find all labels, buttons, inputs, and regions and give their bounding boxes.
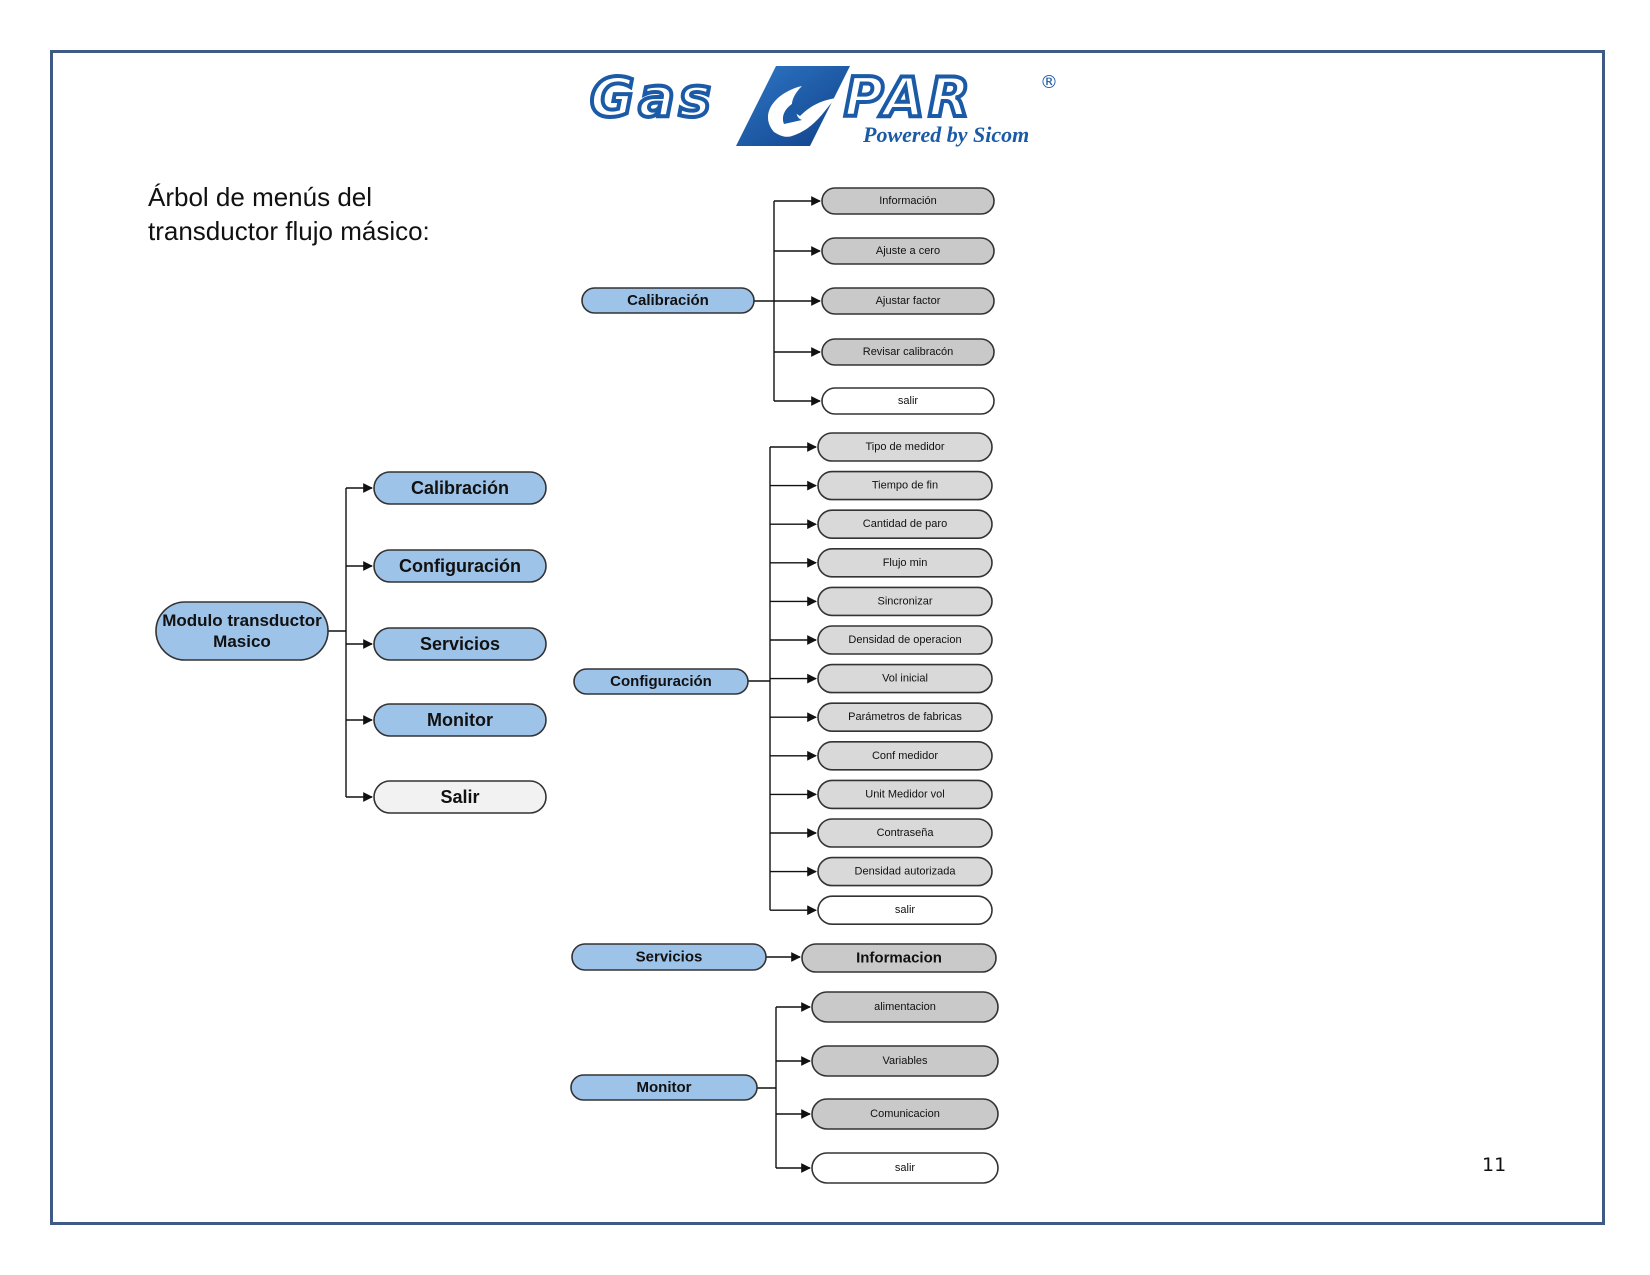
servicios-item-informacion-label: Informacion — [856, 950, 942, 967]
configuracion-item-sincronizar: Sincronizar — [817, 586, 993, 617]
main-menu-configuracion-label: Configuración — [399, 556, 521, 576]
submenu-configuracion-label: Configuración — [610, 673, 712, 690]
submenu-monitor: Monitor — [570, 1074, 758, 1101]
main-menu-salir: Salir — [373, 780, 547, 814]
configuracion-item-unit-medidor-vol: Unit Medidor vol — [817, 779, 993, 810]
main-menu-configuracion: Configuración — [373, 549, 547, 583]
servicios-item-informacion: Informacion — [801, 943, 997, 973]
main-menu-servicios: Servicios — [373, 627, 547, 661]
configuracion-item-cantidad-de-paro-label: Cantidad de paro — [863, 518, 947, 530]
intro-line-1: Árbol de menús del — [148, 182, 373, 212]
configuracion-item-sincronizar-label: Sincronizar — [877, 595, 932, 607]
calibracion-item-revisar-calibracon: Revisar calibracón — [821, 338, 995, 366]
calibracion-item-ajuste-a-cero-label: Ajuste a cero — [876, 245, 940, 257]
configuracion-item-flujo-min: Flujo min — [817, 547, 993, 578]
root-node-label: Masico — [213, 632, 271, 651]
submenu-calibracion-label: Calibración — [627, 292, 709, 309]
monitor-item-salir: salir — [811, 1152, 999, 1184]
calibracion-item-informacion-label: Información — [879, 195, 936, 207]
monitor-item-salir-label: salir — [895, 1162, 916, 1174]
configuracion-item-densidad-autorizada-label: Densidad autorizada — [855, 866, 957, 878]
intro-line-2: transductor flujo másico: — [148, 216, 430, 246]
submenu-configuracion: Configuración — [573, 668, 749, 695]
configuracion-item-parametros-de-fabricas: Parámetros de fabricas — [817, 702, 993, 733]
monitor-item-alimentacion: alimentacion — [811, 991, 999, 1023]
logo-tagline: Powered by Sicom — [862, 122, 1029, 147]
main-menu-calibracion-label: Calibración — [411, 478, 509, 498]
calibracion-item-ajuste-a-cero: Ajuste a cero — [821, 237, 995, 265]
gaspar-logo: Gas PAR ® Powered by Sicom — [588, 64, 1058, 147]
monitor-item-alimentacion-label: alimentacion — [874, 1001, 936, 1013]
main-menu-calibracion: Calibración — [373, 471, 547, 505]
monitor-item-variables: Variables — [811, 1045, 999, 1077]
submenu-servicios: Servicios — [571, 943, 767, 971]
calibracion-item-ajustar-factor: Ajustar factor — [821, 287, 995, 315]
configuracion-item-tipo-de-medidor-label: Tipo de medidor — [865, 441, 944, 453]
monitor-item-comunicacion-label: Comunicacion — [870, 1108, 940, 1120]
configuracion-item-vol-inicial-label: Vol inicial — [882, 673, 928, 685]
calibracion-item-salir-label: salir — [898, 395, 919, 407]
calibracion-item-ajustar-factor-label: Ajustar factor — [876, 295, 941, 307]
main-menu-monitor: Monitor — [373, 703, 547, 737]
intro-text: Árbol de menús del transductor flujo más… — [148, 180, 430, 248]
submenu-servicios-label: Servicios — [636, 949, 703, 966]
main-menu-salir-label: Salir — [440, 787, 479, 807]
configuracion-item-tiempo-de-fin: Tiempo de fin — [817, 470, 993, 501]
root-node-label: Modulo transductor — [162, 611, 322, 630]
calibracion-item-salir: salir — [821, 387, 995, 415]
monitor-item-comunicacion: Comunicacion — [811, 1098, 999, 1130]
configuracion-item-densidad-de-operacion-label: Densidad de operacion — [848, 634, 961, 646]
main-menu-monitor-label: Monitor — [427, 710, 493, 730]
page-number: 11 — [1482, 1154, 1507, 1176]
configuracion-item-salir: salir — [817, 895, 993, 926]
configuracion-item-parametros-de-fabricas-label: Parámetros de fabricas — [848, 711, 962, 723]
logo-text-par: PAR — [844, 66, 974, 129]
calibracion-item-informacion: Información — [821, 187, 995, 215]
configuracion-item-contrasena-label: Contraseña — [877, 827, 935, 839]
submenu-calibracion: Calibración — [581, 287, 755, 314]
configuracion-item-tipo-de-medidor: Tipo de medidor — [817, 432, 993, 462]
configuracion-item-densidad-de-operacion: Densidad de operacion — [817, 625, 993, 655]
configuracion-item-contrasena: Contraseña — [817, 818, 993, 848]
configuracion-item-vol-inicial: Vol inicial — [817, 663, 993, 694]
page-frame — [50, 50, 1605, 1225]
logo-trademark: ® — [1040, 72, 1058, 93]
configuracion-item-cantidad-de-paro: Cantidad de paro — [817, 509, 993, 540]
logo-text-gas: Gas — [590, 66, 715, 129]
configuracion-item-conf-medidor: Conf medidor — [817, 740, 993, 771]
calibracion-item-revisar-calibracon-label: Revisar calibracón — [863, 346, 953, 358]
configuracion-item-salir-label: salir — [895, 904, 916, 916]
configuracion-item-densidad-autorizada: Densidad autorizada — [817, 856, 993, 887]
main-menu-servicios-label: Servicios — [420, 634, 500, 654]
configuracion-item-unit-medidor-vol-label: Unit Medidor vol — [865, 788, 944, 800]
submenu-monitor-label: Monitor — [637, 1079, 692, 1096]
configuracion-item-flujo-min-label: Flujo min — [883, 557, 928, 569]
tree-connectors — [328, 196, 821, 1173]
flame-emblem-icon — [736, 66, 850, 146]
monitor-item-variables-label: Variables — [882, 1055, 928, 1067]
configuracion-item-tiempo-de-fin-label: Tiempo de fin — [872, 480, 938, 492]
configuracion-item-conf-medidor-label: Conf medidor — [872, 750, 938, 762]
